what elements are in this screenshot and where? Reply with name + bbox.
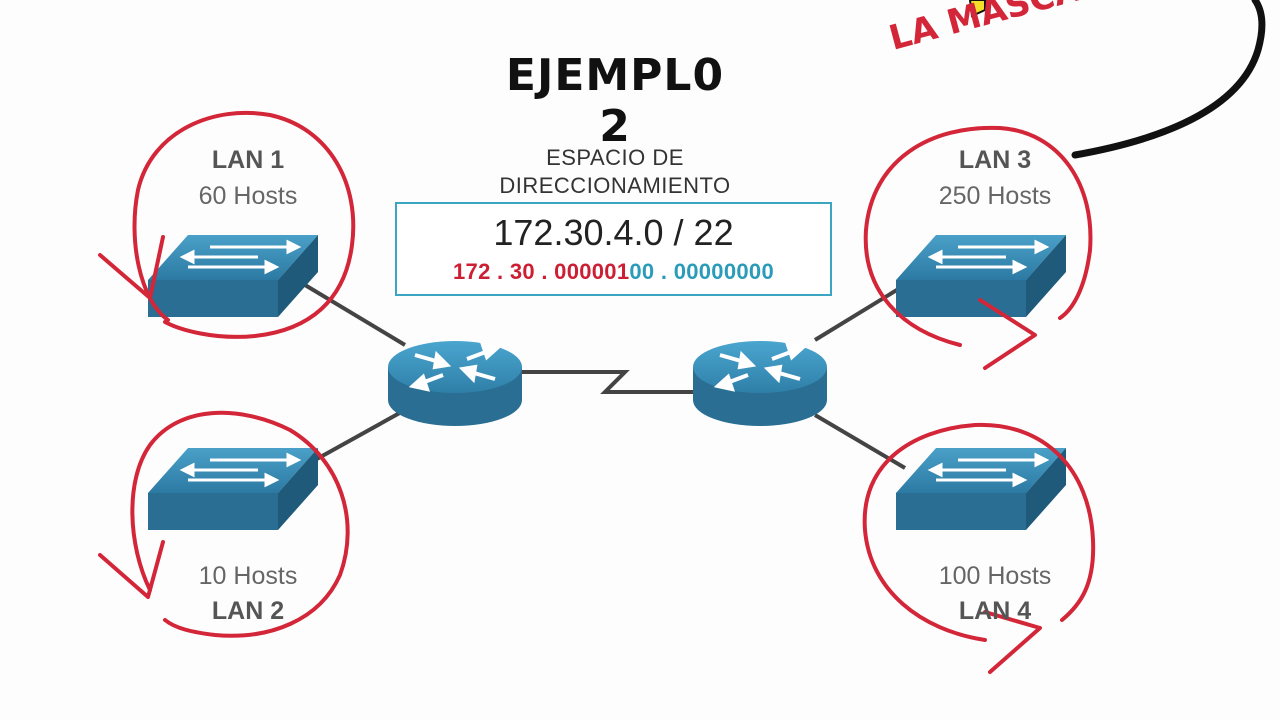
lan1-hosts: 60 Hosts	[198, 182, 298, 210]
circle-lan2	[130, 410, 350, 638]
switch-lan2	[148, 448, 318, 530]
lan4-name: LAN 4	[958, 597, 1032, 625]
switch-lan1	[148, 235, 318, 317]
slide-title: EJEMPL0 2	[505, 50, 725, 152]
arrow-lan2	[98, 540, 165, 599]
annotation-callout-curve	[1071, 0, 1266, 159]
address-cidr: 172.30.4.0 / 22	[493, 212, 734, 253]
arrow-lan1	[98, 235, 165, 300]
lan4-hosts: 100 Hosts	[938, 562, 1052, 590]
circle-lan1	[132, 110, 356, 339]
lan3-name: LAN 3	[958, 146, 1032, 174]
binary-host-bits: 00 . 00000000	[629, 259, 774, 284]
circle-lan4	[862, 422, 1096, 642]
lan2-hosts: 10 Hosts	[198, 562, 298, 590]
switch-lan4	[896, 448, 1066, 530]
link-router2-lan4	[813, 413, 907, 470]
arrow-lan3	[978, 298, 1037, 370]
lan1-name: LAN 1	[211, 146, 285, 174]
annotation-highlight	[968, 0, 986, 18]
address-space-box: 172.30.4.0 / 22 172 . 30 . 00000100 . 00…	[395, 202, 832, 296]
router-1	[388, 341, 522, 426]
address-binary: 172 . 30 . 00000100 . 00000000	[397, 259, 830, 285]
serial-link-routers	[520, 370, 695, 394]
router-2	[693, 341, 827, 426]
switch-lan3	[896, 235, 1066, 317]
link-router2-lan3	[813, 283, 907, 342]
lan3-hosts: 250 Hosts	[938, 182, 1052, 210]
address-space-label-line2: DIRECCIONAMIENTO	[499, 173, 731, 198]
network-links	[303, 283, 907, 470]
lan2-name: LAN 2	[211, 597, 285, 625]
link-lan1-router1	[303, 283, 407, 347]
arrow-lan4	[983, 610, 1042, 674]
binary-network-bits: 172 . 30 . 000001	[453, 259, 630, 284]
circle-lan3	[863, 125, 1093, 347]
address-space-label: ESPACIO DE DIRECCIONAMIENTO	[455, 144, 775, 200]
annotation-circles	[98, 110, 1096, 674]
address-space-label-line1: ESPACIO DE	[546, 145, 684, 170]
link-lan2-router1	[314, 408, 406, 462]
